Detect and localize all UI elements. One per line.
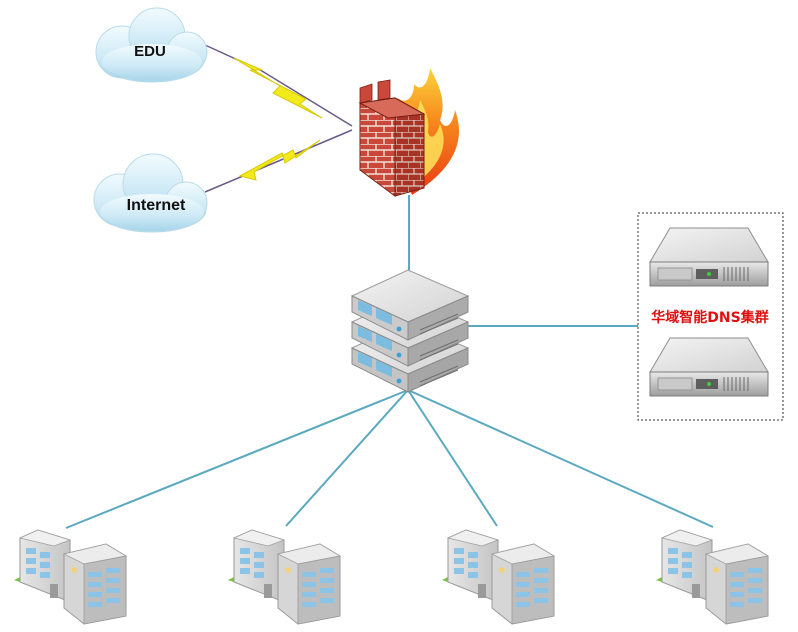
firewall <box>358 68 460 197</box>
dns-server-2 <box>649 337 769 397</box>
dns-cluster-border <box>637 212 784 421</box>
server-rack-icon <box>350 269 470 393</box>
building-icon <box>228 529 342 625</box>
wan-link-internet <box>204 129 353 193</box>
core-switch <box>350 269 470 393</box>
link-switch-building-2 <box>285 389 409 527</box>
cloud-internet: Internet <box>93 153 208 233</box>
cloud-icon <box>95 7 208 83</box>
link-switch-building-3 <box>407 389 498 527</box>
link-switch-building-1 <box>65 389 409 529</box>
lightning-icon <box>238 139 321 181</box>
cloud-icon <box>93 153 208 233</box>
cloud-label-internet: Internet <box>127 197 186 214</box>
building-1 <box>14 529 128 625</box>
dns-cluster-label: 华域智能DNS集群 <box>651 309 768 326</box>
building-icon <box>442 529 556 625</box>
building-icon <box>14 529 128 625</box>
server-icon <box>649 227 769 287</box>
building-2 <box>228 529 342 625</box>
link-switch-building-4 <box>407 389 714 528</box>
lightning-icon <box>233 57 323 119</box>
cloud-label-edu: EDU <box>134 43 166 60</box>
dns-cluster: 华域智能DNS集群 <box>637 212 784 421</box>
building-icon <box>656 529 770 625</box>
server-icon <box>649 337 769 397</box>
wan-link-edu <box>204 44 353 127</box>
building-3 <box>442 529 556 625</box>
links <box>65 195 714 529</box>
buildings <box>14 529 770 625</box>
building-4 <box>656 529 770 625</box>
dns-server-1 <box>649 227 769 287</box>
firewall-icon <box>358 68 460 197</box>
cloud-edu: EDU <box>95 7 208 83</box>
